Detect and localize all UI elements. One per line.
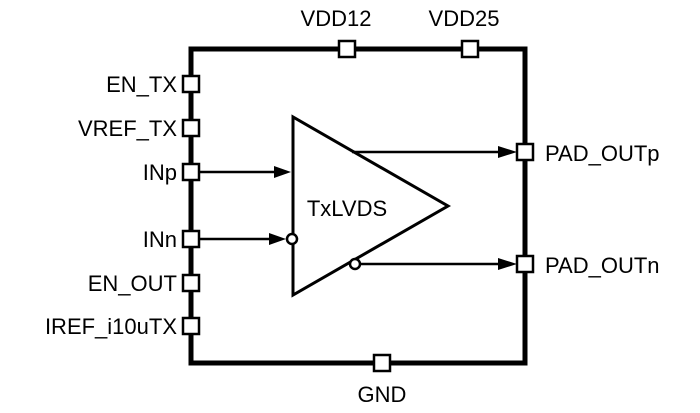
arrowhead-inp [274,166,291,178]
pin-label-pad-outp: PAD_OUTp [545,141,660,166]
arrowhead-inn [269,233,286,245]
pin-label-inn: INn [143,227,177,252]
arrowhead-pad-outp [498,146,517,158]
txlvds-buffer-triangle [291,114,452,298]
block-name-label: TxLVDS [307,196,387,221]
inverted-output-bubble [348,257,362,271]
pin-label-en-tx: EN_TX [106,72,177,97]
pin-label-vref-tx: VREF_TX [78,116,177,141]
pin-label-pad-outn: PAD_OUTn [545,253,660,278]
pin-vdd12 [337,39,357,59]
pin-gnd [372,353,392,373]
pin-en-tx [181,74,201,94]
pin-inn [181,229,201,249]
pin-pad-outp [515,142,535,162]
inverting-input-bubble [285,232,299,246]
pin-label-vdd25: VDD25 [429,6,500,31]
pin-en-out [181,273,201,293]
block-boundary [188,46,528,366]
pin-label-inp: INp [143,160,177,185]
pin-inp [181,162,201,182]
pin-iref [181,316,201,336]
pin-label-gnd: GND [358,382,407,407]
pin-label-vdd12: VDD12 [301,6,372,31]
pin-vdd25 [460,39,480,59]
arrowhead-pad-outn [498,258,517,270]
pin-label-iref: IREF_i10uTX [45,314,177,339]
pin-label-en-out: EN_OUT [88,271,177,296]
pin-pad-outn [515,254,535,274]
pin-vref-tx [181,118,201,138]
